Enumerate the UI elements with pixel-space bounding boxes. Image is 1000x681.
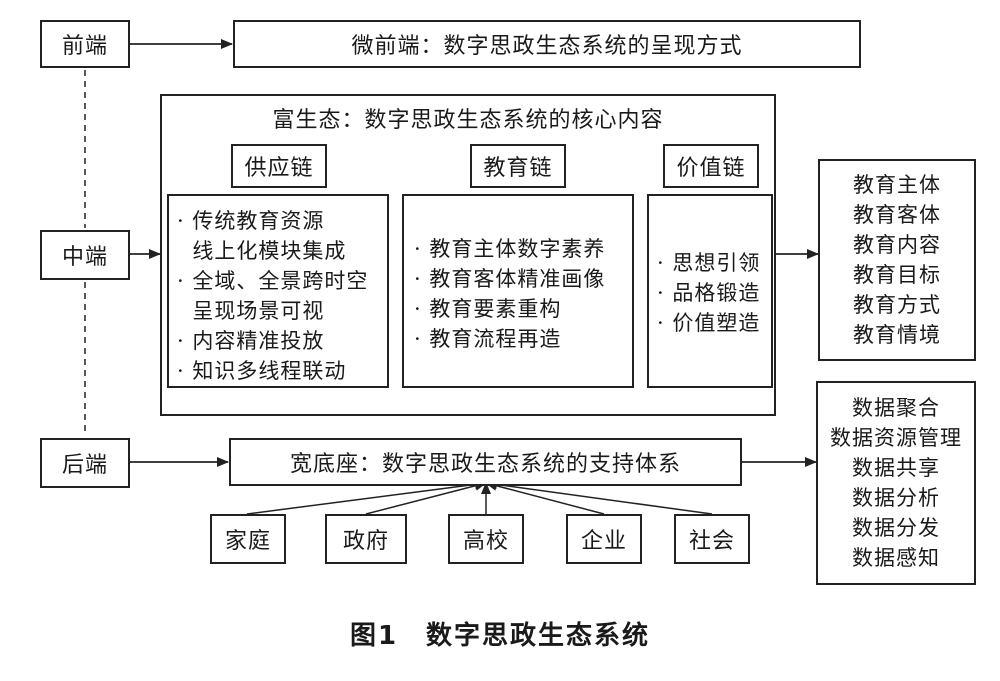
list-item: 教育客体 xyxy=(853,203,941,227)
list-item: 教育主体 xyxy=(853,173,941,197)
list-item: 数据共享 xyxy=(852,456,940,480)
chain-list-value: · 思想引领 · 品格锻造 · 价值塑造 xyxy=(647,194,773,388)
supporter-family: 家庭 xyxy=(210,514,286,564)
tier-front: 前端 xyxy=(40,20,130,68)
supporter-arrow-government xyxy=(365,480,487,515)
list-item: 数据资源管理 xyxy=(830,426,962,450)
chain-list-supply: · 传统教育资源 线上化模块集成 · 全域、全景跨时空 呈现场景可视 · 内容精… xyxy=(167,194,389,388)
list-item: · 品格锻造 xyxy=(657,281,761,305)
list-item: · 教育流程再造 xyxy=(414,327,562,351)
list-item: 教育情境 xyxy=(853,323,941,347)
supporter-arrow-enterprise xyxy=(485,480,605,515)
list-item: 数据分析 xyxy=(852,486,940,510)
list-item: · 内容精准投放 xyxy=(177,329,325,353)
supporter-university: 高校 xyxy=(448,514,524,564)
tier-middle: 中端 xyxy=(40,230,130,280)
chain-label-supply: 供应链 xyxy=(231,144,327,188)
supporter-government: 政府 xyxy=(325,514,407,564)
list-item: 数据分发 xyxy=(852,516,940,540)
list-item: 教育内容 xyxy=(853,233,941,257)
list-item: · 价值塑造 xyxy=(657,311,761,335)
chain-label-value: 价值链 xyxy=(663,144,759,188)
supporter-enterprise: 企业 xyxy=(566,514,642,564)
list-item: · 思想引领 xyxy=(657,251,761,275)
list-item: · 教育要素重构 xyxy=(414,297,562,321)
chain-list-education: · 教育主体数字素养 · 教育客体精准画像 · 教育要素重构 · 教育流程再造 xyxy=(402,194,634,388)
back-output-box: 数据聚合 数据资源管理 数据共享 数据分析 数据分发 数据感知 xyxy=(816,381,976,585)
list-item: · 教育客体精准画像 xyxy=(414,267,606,291)
back-box: 宽底座：数字思政生态系统的支持体系 xyxy=(229,438,742,486)
chain-label-education: 教育链 xyxy=(470,144,566,188)
supporter-arrow-family xyxy=(246,479,487,515)
list-item: · 教育主体数字素养 xyxy=(414,237,606,261)
list-item: 线上化模块集成 xyxy=(177,239,347,263)
list-item: · 传统教育资源 xyxy=(177,209,325,233)
list-item: 数据感知 xyxy=(852,546,940,570)
figure-caption: 图1 数字思政生态系统 xyxy=(349,621,651,651)
tier-back: 后端 xyxy=(40,438,130,488)
front-box: 微前端：数字思政生态系统的呈现方式 xyxy=(233,20,861,68)
supporter-arrow-society xyxy=(485,479,713,515)
list-item: · 知识多线程联动 xyxy=(177,359,347,383)
supporter-society: 社会 xyxy=(674,514,750,564)
list-item: · 全域、全景跨时空 xyxy=(177,269,369,293)
list-item: 教育目标 xyxy=(853,263,941,287)
middle-title: 富生态：数字思政生态系统的核心内容 xyxy=(272,108,664,133)
list-item: 教育方式 xyxy=(853,293,941,317)
middle-output-box: 教育主体 教育客体 教育内容 教育目标 教育方式 教育情境 xyxy=(818,159,976,361)
list-item: 呈现场景可视 xyxy=(177,299,325,323)
list-item: 数据聚合 xyxy=(852,396,940,420)
